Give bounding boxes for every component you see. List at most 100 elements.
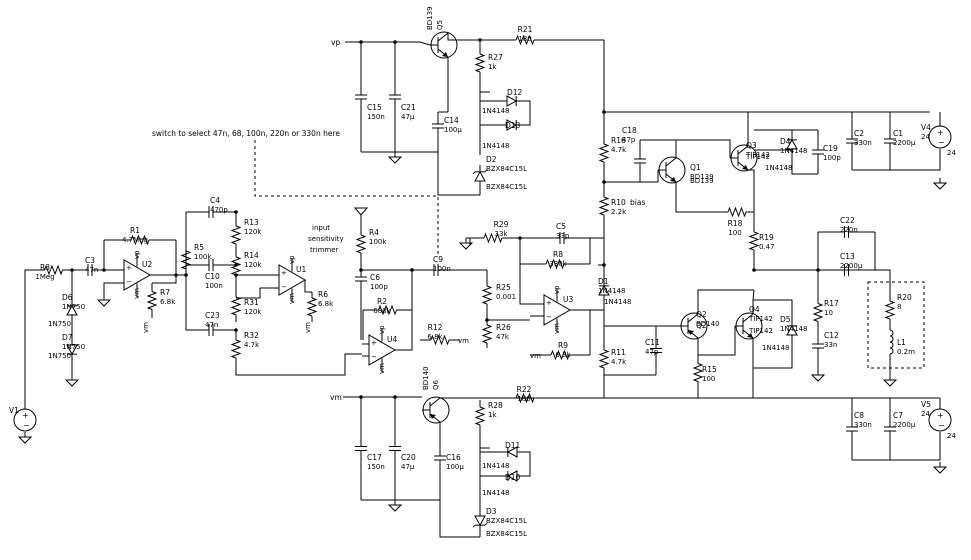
net-label-vm-r6: vm [304, 322, 312, 333]
label-r12-value: 6.8k [427, 333, 443, 341]
label-r31-value: 120k [244, 308, 262, 316]
resistor-r7 [146, 283, 158, 318]
label-r17-value: 10 [824, 309, 833, 317]
wire [748, 169, 755, 212]
wire [439, 476, 480, 538]
ground-symbol [387, 152, 403, 164]
label-c20-ref: C20 [401, 453, 416, 462]
capacitor-c5 [520, 232, 604, 244]
note-sensitivity: sensitivity [308, 235, 344, 243]
resistor-r17 [812, 295, 824, 330]
diode-d3 [472, 510, 488, 532]
vsource-plus: + [22, 411, 29, 420]
diode-d1 [598, 279, 610, 301]
note-trimmer: trimmer [310, 246, 339, 254]
opamp-plus-sign: + [281, 269, 287, 277]
voltage-source-v4: +− [928, 125, 952, 149]
label-r25-value: 0.001 [496, 293, 516, 301]
label-r6-ref: R6 [318, 290, 328, 299]
label-r27-value: 1k [488, 63, 497, 71]
label-d7-value: 1N750 [62, 343, 85, 351]
label-r15-value: 100 [702, 375, 715, 383]
label-q4-ref: Q4 [749, 305, 760, 314]
inductor-l1 [889, 329, 894, 355]
label-r32-ref: R32 [244, 331, 259, 340]
label-c23-value: 47n [205, 321, 218, 329]
ground-symbol [96, 295, 112, 307]
label-r16-value: 4.7k [611, 146, 627, 154]
label-r4-ref: R4 [369, 228, 379, 237]
label-c13-ref: C13 [840, 252, 855, 261]
label-c2-ref: C2 [854, 129, 864, 138]
resistor-r19 [748, 220, 760, 262]
resistor-r32 [230, 330, 242, 368]
label-r20-value: 8 [897, 303, 901, 311]
label-q6-ref: Q6 [432, 379, 440, 390]
net-label-vm-r9: vm [530, 352, 541, 360]
label-r18-value: 100 [728, 229, 741, 237]
label-c3-value: 47n [85, 266, 98, 274]
ground-symbol [458, 238, 474, 250]
label-d11-value: 1N4148 [482, 462, 510, 470]
capacitor-c14 [432, 112, 444, 140]
label-r31-ref: R31 [244, 298, 259, 307]
opamp-vm-pin: vm [553, 323, 561, 334]
label-r20-ref: R20 [897, 293, 912, 302]
diode-d6 [66, 299, 78, 321]
label-d5-ref: D5 [780, 315, 791, 324]
opamp-plus-sign: + [546, 299, 552, 307]
voltage-source-v1: +− [13, 408, 37, 432]
wire [675, 182, 720, 213]
transistor-q6 [422, 396, 450, 424]
vsource-minus: − [938, 138, 945, 147]
resistor-r22 [480, 392, 570, 404]
net-label-vp: vp [331, 38, 340, 47]
capacitor-c19 [812, 130, 824, 174]
label-d3-value: BZX84C15L [486, 517, 527, 525]
label-r19-value: 0.47 [759, 243, 775, 251]
resistor-r12 [420, 334, 460, 346]
label-r6-value: 6.8k [318, 300, 334, 308]
label-c17-ref: C17 [367, 453, 382, 462]
wire [791, 155, 818, 175]
ground-symbol [387, 500, 403, 512]
label-r22-ref: R22 [517, 385, 532, 394]
label-u2-ref: U2 [142, 260, 152, 269]
wire [697, 289, 754, 314]
label-d1-value: 1N4148 [604, 298, 632, 306]
label-c22-ref: C22 [840, 216, 855, 225]
load-box [867, 281, 925, 369]
label-v5-value: 24 [921, 410, 930, 418]
capacitor-c8 [846, 398, 858, 460]
label-q2-value: BD140 [696, 320, 720, 328]
wire [875, 269, 891, 295]
capacitor-c23 [186, 324, 236, 336]
label-q4-value: TIP142 [748, 327, 773, 335]
wire [753, 341, 793, 369]
label-d5-value: 1N4148 [762, 344, 790, 352]
opamp-plus-sign: + [126, 264, 132, 272]
label-r13-ref: R13 [244, 218, 259, 227]
capacitor-c11 [650, 326, 662, 375]
label-c14-value: 100µ [444, 126, 462, 134]
capacitor-c12 [812, 330, 824, 362]
capacitor-c10 [186, 259, 236, 271]
wire [570, 39, 605, 112]
transistor-q3 [730, 144, 758, 172]
capacitor-c21 [389, 42, 401, 152]
ground-symbol [17, 432, 33, 444]
ground-symbol [932, 462, 948, 474]
resistor-r25 [481, 270, 493, 320]
capacitor-c3 [80, 264, 100, 276]
label-d6-value: 1N750 [48, 320, 71, 328]
capacitor-c17 [355, 397, 367, 500]
label-r8-ref: R8 [553, 250, 563, 259]
label-c20-value: 47µ [401, 463, 415, 471]
label-r5-ref: R5 [194, 243, 204, 252]
label-c19-ref: C19 [823, 144, 838, 153]
resistor-r18 [720, 206, 754, 218]
capacitor-c18 [634, 140, 646, 182]
